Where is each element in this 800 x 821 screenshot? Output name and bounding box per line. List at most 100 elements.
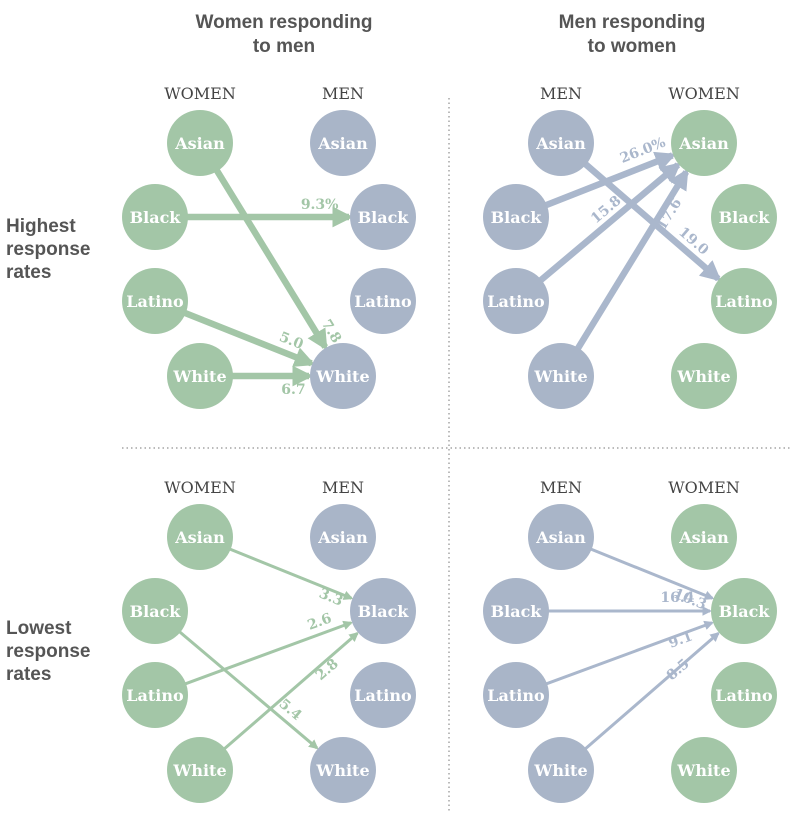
edge-value-label: 3.3 — [317, 586, 346, 610]
edge-arrow-latino-to-black — [183, 620, 353, 686]
women-node-black: Black — [711, 184, 777, 250]
node-label: White — [533, 367, 587, 386]
women-node-asian: Asian — [167, 504, 233, 570]
node-circle — [528, 110, 594, 176]
women-node-black: Black — [122, 578, 188, 644]
node-circle — [528, 504, 594, 570]
edge-arrow-latino-to-asian — [537, 162, 682, 284]
edge-arrow-latino-to-white — [182, 309, 316, 367]
node-circle — [528, 343, 594, 409]
men-node-black: Black — [350, 578, 416, 644]
women-node-white: White — [671, 737, 737, 803]
women-node-latino: Latino — [122, 662, 188, 728]
node-circle — [350, 662, 416, 728]
men-node-asian: Asian — [310, 504, 376, 570]
edges — [537, 151, 722, 352]
node-circle — [711, 662, 777, 728]
node-label: Black — [491, 208, 543, 227]
node-label: Asian — [678, 134, 729, 153]
node-circle — [671, 110, 737, 176]
node-circle — [167, 343, 233, 409]
women-node-black: Black — [122, 184, 188, 250]
node-label: White — [533, 761, 587, 780]
node-label: Latino — [354, 292, 412, 311]
header-left: WOMEN — [164, 84, 236, 103]
header-right: MEN — [322, 84, 364, 103]
men-node-white: White — [310, 343, 376, 409]
edges — [177, 547, 359, 751]
women-node-latino: Latino — [122, 268, 188, 334]
header-right: WOMEN — [668, 478, 740, 497]
node-circle — [528, 737, 594, 803]
edge-arrow-asian-to-black — [228, 547, 354, 600]
women-node-latino: Latino — [711, 662, 777, 728]
men-node-asian: Asian — [528, 110, 594, 176]
node-label: Black — [358, 208, 410, 227]
node-label: Asian — [535, 134, 586, 153]
edge-arrow-white-to-black — [583, 632, 720, 751]
node-label: Latino — [354, 686, 412, 705]
edge-arrow-black-to-asian — [543, 151, 677, 209]
men-node-asian: Asian — [528, 504, 594, 570]
node-circle — [167, 737, 233, 803]
node-label: Asian — [317, 528, 368, 547]
men-node-latino: Latino — [350, 662, 416, 728]
node-circle — [350, 184, 416, 250]
men-node-black: Black — [483, 184, 549, 250]
edge-arrow-asian-to-white — [213, 167, 328, 351]
node-label: Black — [358, 602, 410, 621]
header-right: MEN — [322, 478, 364, 497]
node-label: White — [676, 367, 730, 386]
edge-value-label: 2.8 — [313, 656, 342, 684]
edges — [182, 167, 354, 387]
node-label: Asian — [535, 528, 586, 547]
node-circle — [671, 504, 737, 570]
men-node-white: White — [528, 737, 594, 803]
women-node-white: White — [671, 343, 737, 409]
node-circle — [483, 578, 549, 644]
node-label: Black — [491, 602, 543, 621]
node-circle — [310, 110, 376, 176]
node-label: Latino — [715, 292, 773, 311]
edges — [544, 547, 720, 751]
node-label: White — [172, 761, 226, 780]
men-node-white: White — [310, 737, 376, 803]
edge-arrow-white-to-black — [222, 632, 359, 751]
node-circle — [122, 184, 188, 250]
women-node-latino: Latino — [711, 268, 777, 334]
edge-arrow-latino-to-black — [544, 620, 714, 686]
edge-arrow-black-to-white — [177, 629, 319, 750]
node-label: White — [315, 367, 369, 386]
men-node-black: Black — [483, 578, 549, 644]
edge-value-label: 16.4 — [660, 590, 694, 606]
node-label: Black — [130, 208, 182, 227]
women-node-black: Black — [711, 578, 777, 644]
men-node-black: Black — [350, 184, 416, 250]
men-node-latino: Latino — [483, 268, 549, 334]
men-node-asian: Asian — [310, 110, 376, 176]
node-circle — [350, 578, 416, 644]
node-circle — [711, 268, 777, 334]
node-circle — [711, 578, 777, 644]
node-circle — [167, 504, 233, 570]
node-label: Asian — [174, 134, 225, 153]
node-label: Latino — [715, 686, 773, 705]
node-circle — [711, 184, 777, 250]
edge-value-label: 2.6 — [305, 610, 333, 633]
node-label: Latino — [126, 686, 184, 705]
node-circle — [310, 737, 376, 803]
men-node-latino: Latino — [350, 268, 416, 334]
node-circle — [483, 662, 549, 728]
edge-value-label: 9.1 — [666, 628, 694, 651]
women-node-asian: Asian — [167, 110, 233, 176]
